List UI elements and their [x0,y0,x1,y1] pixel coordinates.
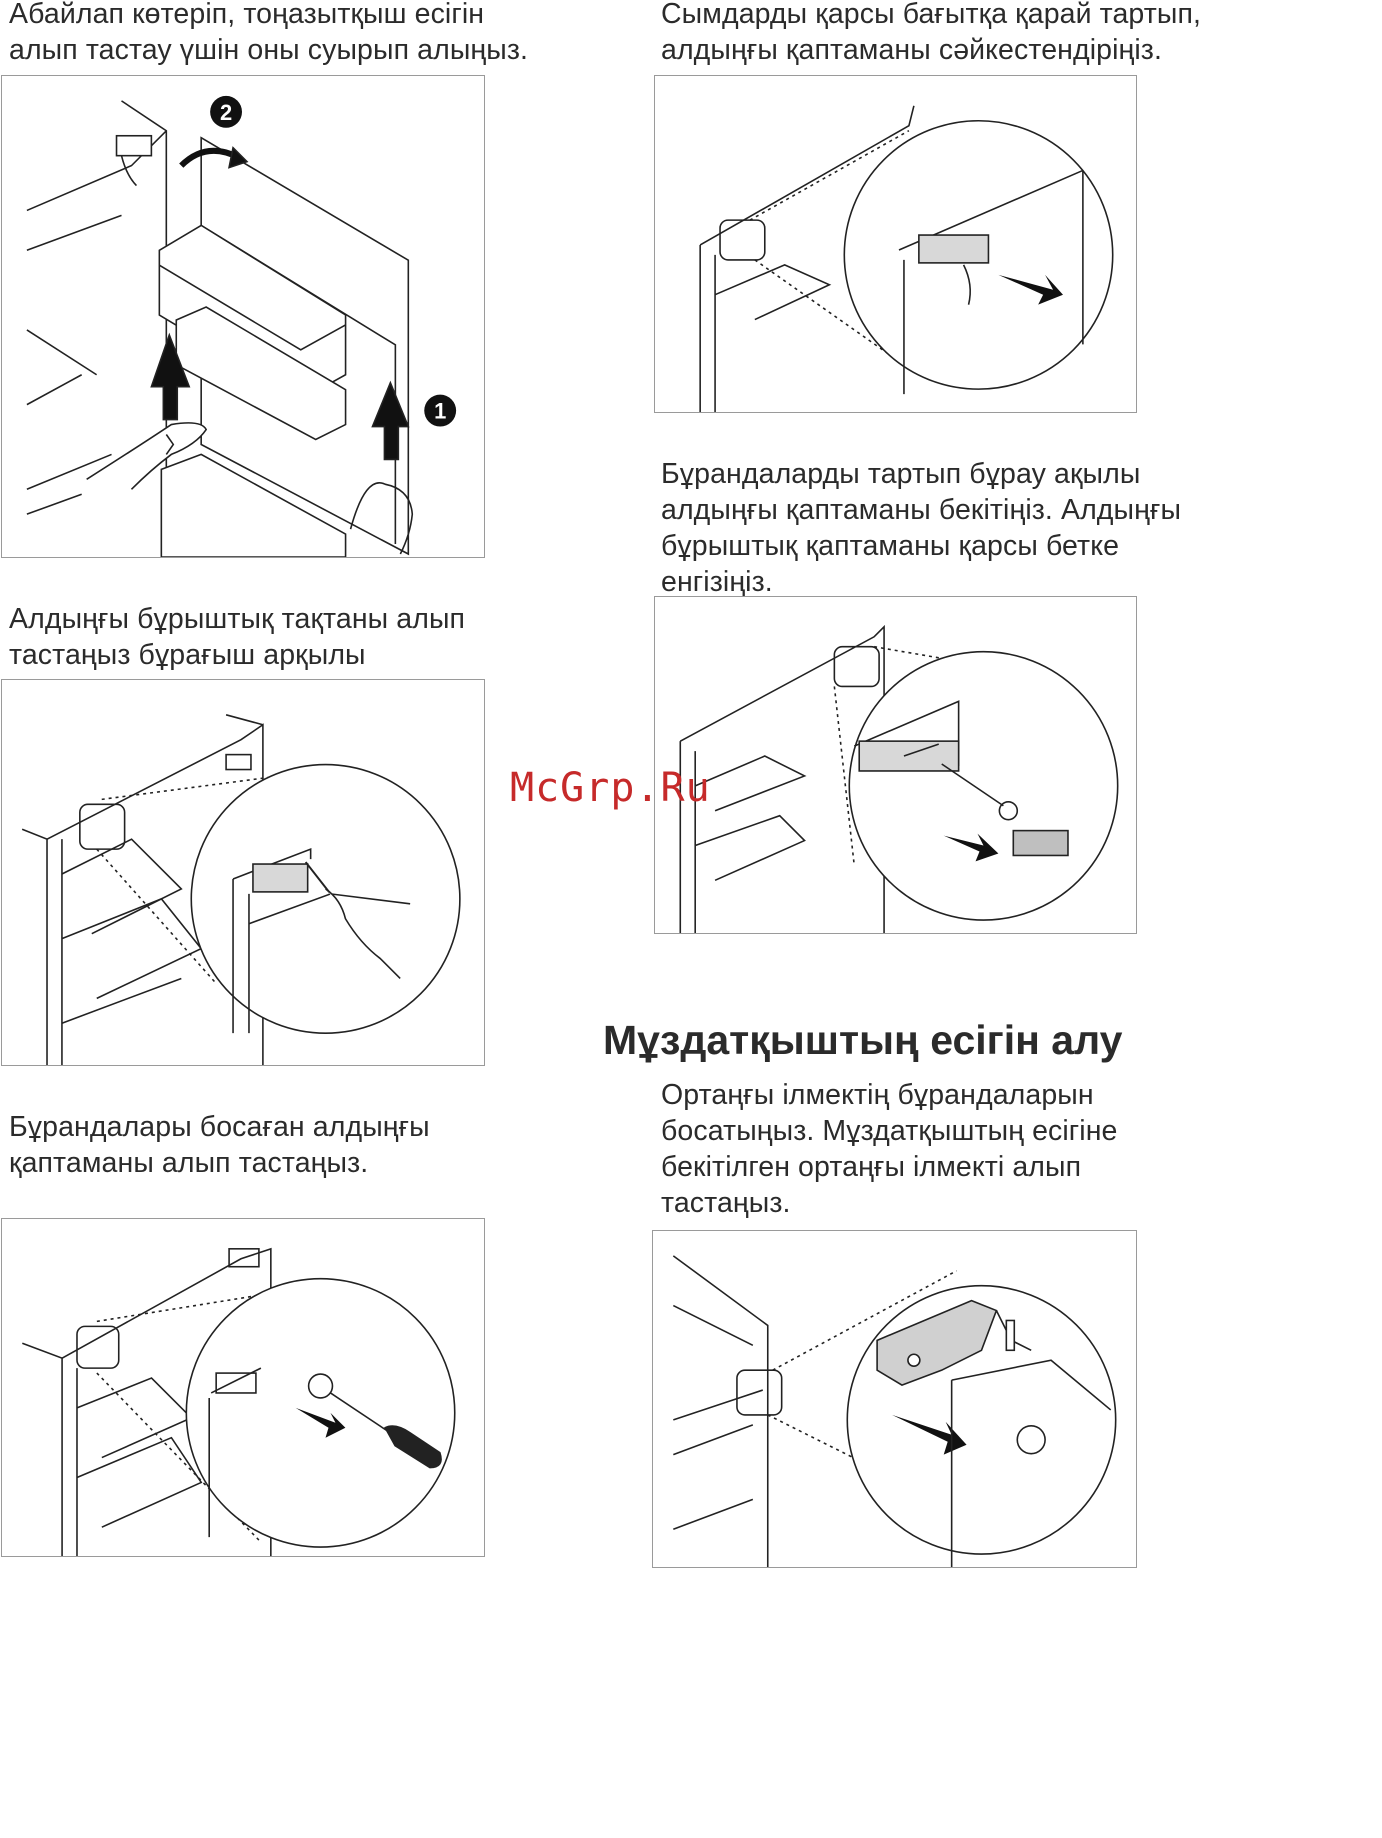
figure-remove-middle-hinge [652,1230,1137,1568]
step2-line2: тастаңыз бұрағыш арқылы [9,639,366,671]
step6-instruction: Ортаңғы ілмектің бұрандаларын босатыңыз.… [661,1077,1118,1221]
step5-line4: енгізіңіз. [661,566,773,598]
door-lift-illustration: 2 1 [26,95,457,557]
step6-line1: Ортаңғы ілмектің бұрандаларын [661,1079,1094,1111]
align-cover-illustration [699,105,1114,412]
step6-line4: тастаңыз. [661,1187,791,1219]
figure-align-front-cover [654,75,1137,413]
watermark: McGrp.Ru [510,765,711,811]
step2-line1: Алдыңғы бұрыштық тақтаны алып [9,603,466,635]
step5-line1: Бұрандаларды тартып бұрау ақылы [661,458,1141,490]
step1-line2: алып тастау үшін оны суырып алыңыз. [9,34,529,66]
step5-line2: алдыңғы қаптаманы бекітіңіз. Алдыңғы [661,494,1182,526]
step5-instruction: Бұрандаларды тартып бұрау ақылы алдыңғы … [661,456,1181,600]
figure-remove-corner-panel [1,679,485,1066]
step6-line3: бекітілген ортаңғы ілмекті алып [661,1151,1082,1183]
step6-line2: босатыңыз. Мұздатқыштың есігіне [661,1115,1118,1147]
badge-2-label: 2 [220,100,232,125]
fix-cover-illustration [679,624,1119,933]
front-cover-illustration [22,1247,456,1556]
step-badge-2 [210,95,243,128]
step3-line2: қаптаманы алып тастаңыз. [9,1147,369,1179]
figure-fix-front-cover [654,596,1137,934]
section-heading: Мұздатқыштың есігін алу [603,1017,1123,1063]
figure-remove-front-cover [1,1218,485,1557]
step3-instruction: Бұрандалары босаған алдыңғы қаптаманы ал… [9,1109,430,1181]
middle-hinge-illustration [672,1255,1117,1567]
step4-instruction: Сымдарды қарсы бағытқа қарай тартып, алд… [661,0,1201,68]
step-badge-1 [424,394,457,427]
step1-line1: Абайлап көтеріп, тоңазытқыш есігін [9,0,485,30]
badge-1-label: 1 [434,399,446,424]
step3-line1: Бұрандалары босаған алдыңғы [9,1111,430,1143]
step4-line2: алдыңғы қаптаманы сәйкестендіріңіз. [661,34,1162,66]
step4-line1: Сымдарды қарсы бағытқа қарай тартып, [661,0,1202,30]
step2-instruction: Алдыңғы бұрыштық тақтаны алып тастаңыз б… [9,601,465,673]
figure-lift-door: 2 1 [1,75,485,558]
step1-instruction: Абайлап көтеріп, тоңазытқыш есігін алып … [9,0,528,68]
corner-panel-illustration [21,714,461,1065]
step5-line3: бұрыштық қаптаманы қарсы бетке [661,530,1120,562]
